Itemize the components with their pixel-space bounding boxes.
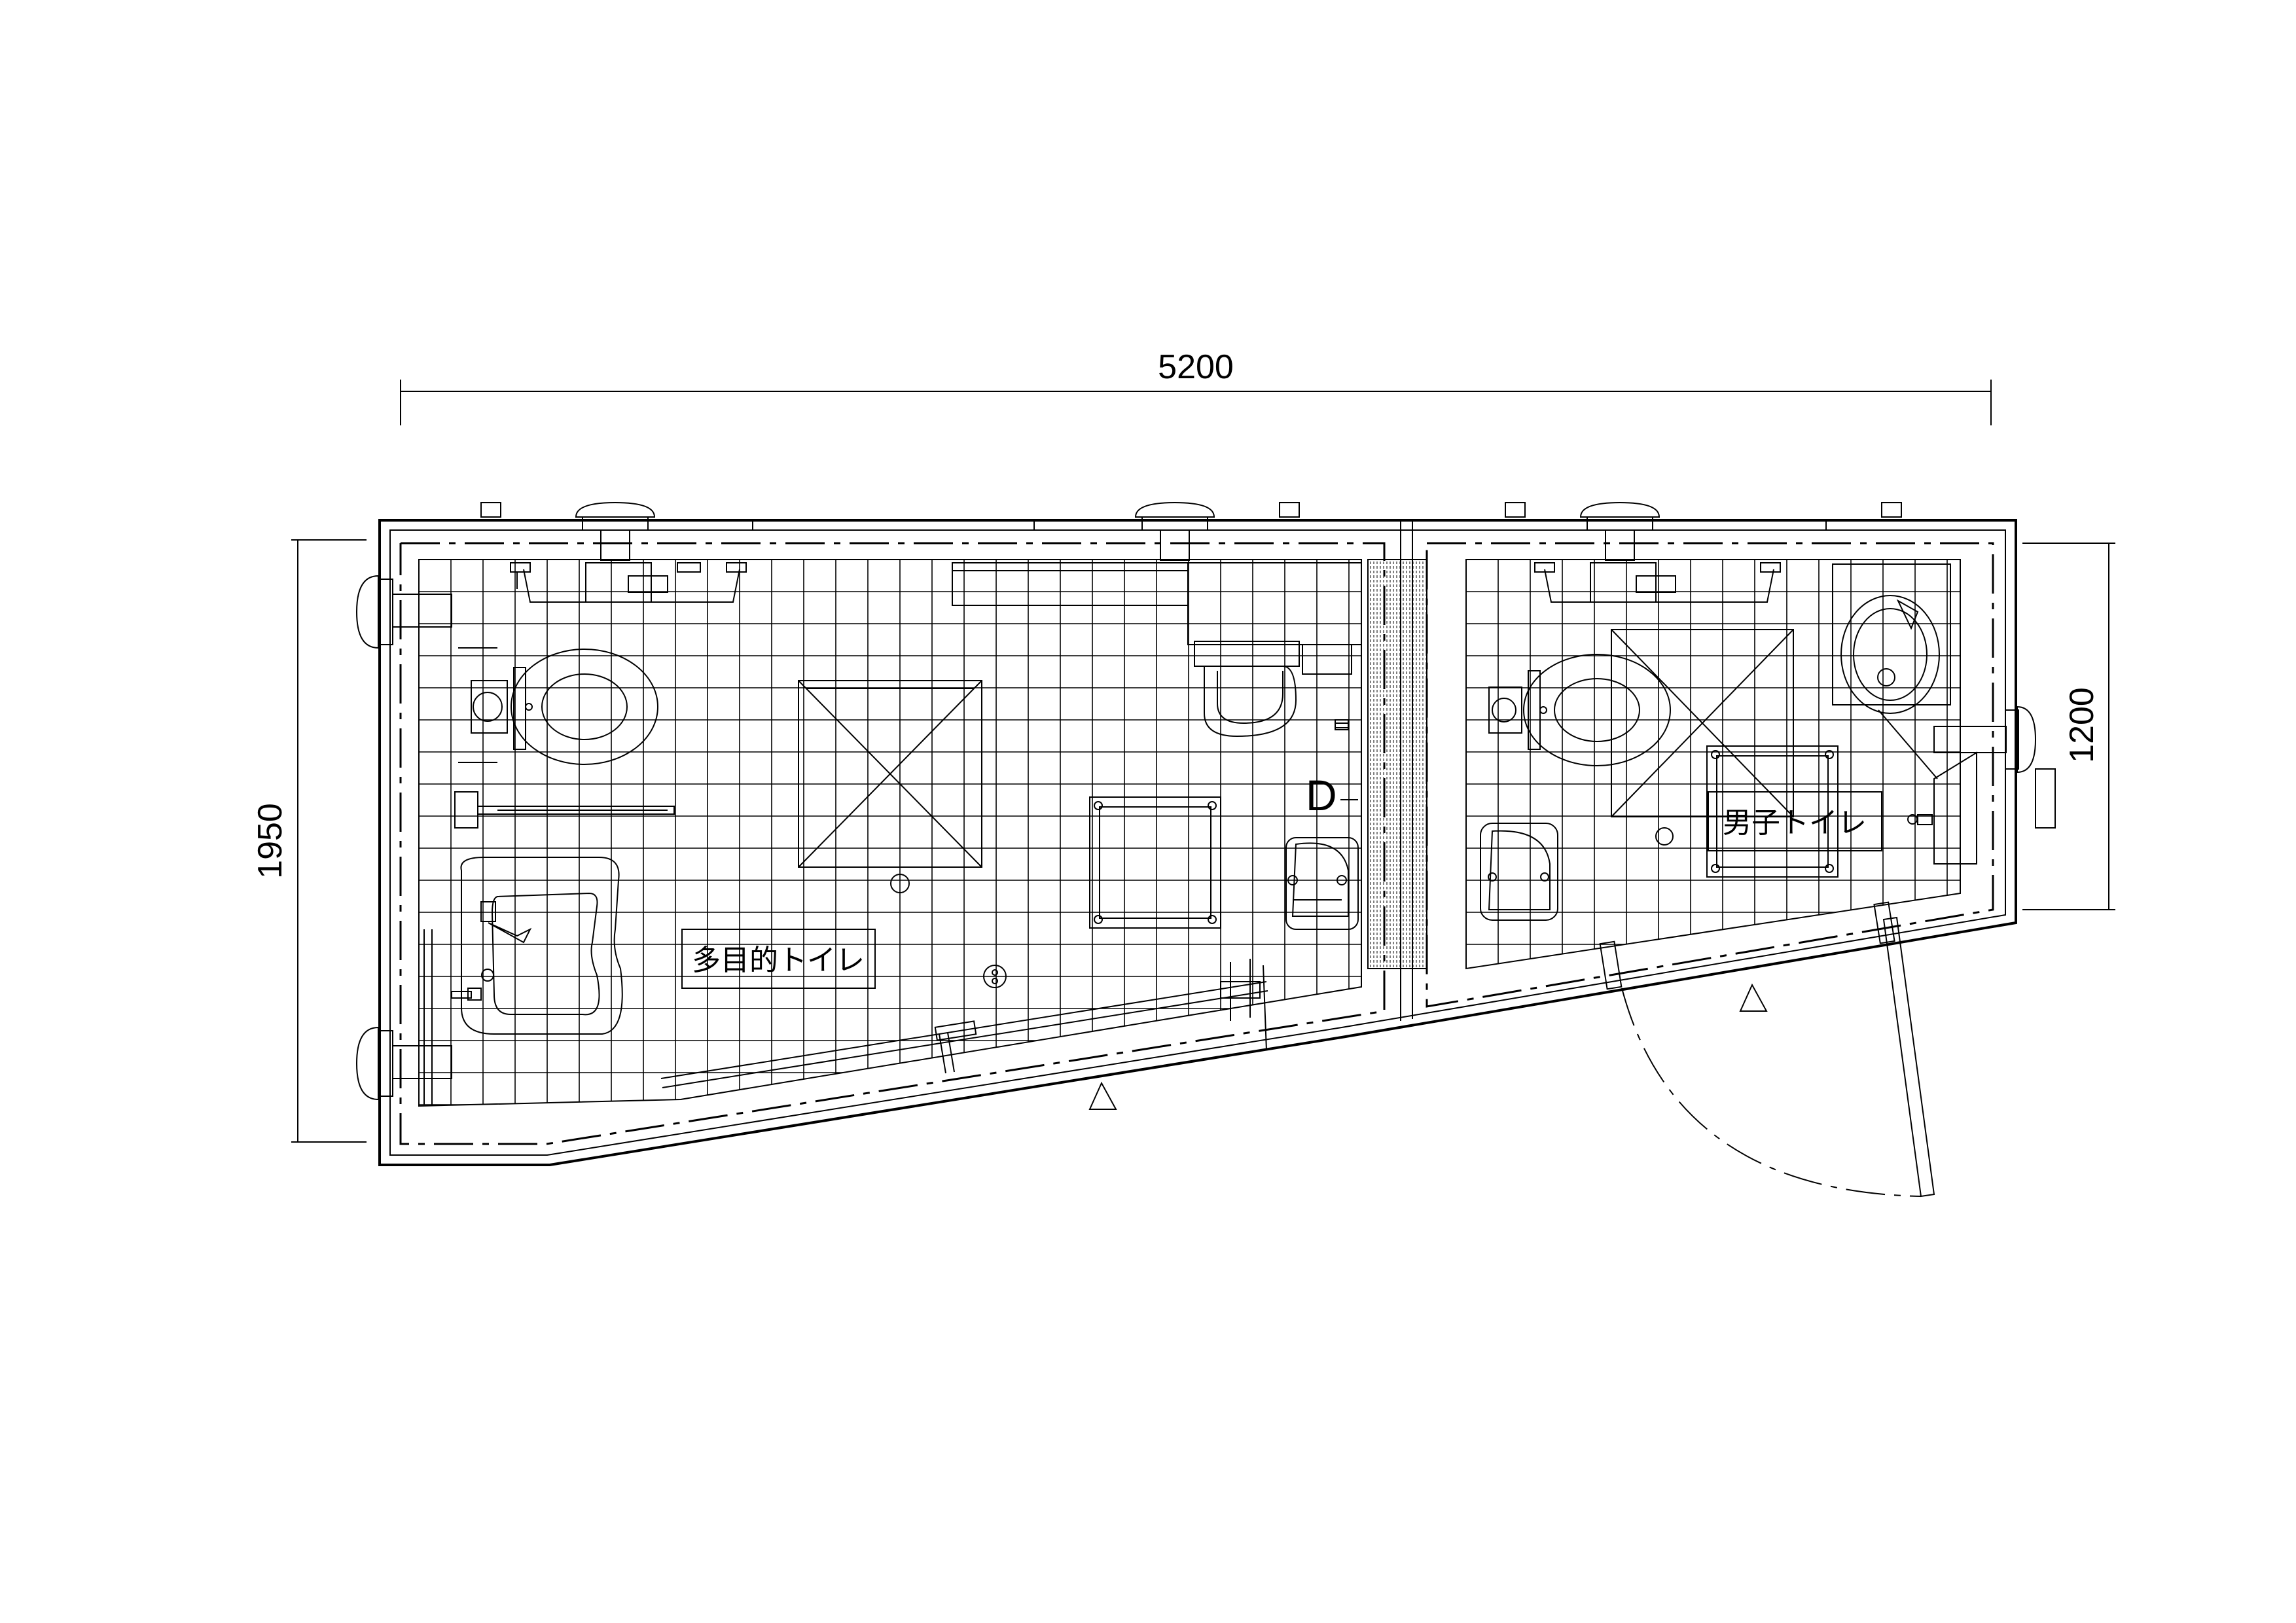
dimension-width: 5200 [400,348,1992,425]
outer-walls [378,519,2017,1166]
multipurpose-room-label: 多目的トイレ [681,929,876,989]
drain-mark: D [1306,719,1358,819]
hand-dryer [1907,751,1977,865]
baby-changing-shelf [952,562,1362,645]
ceiling-light-icon [1134,501,1215,561]
dimension-height-left: 1950 [251,539,367,1143]
ceiling-light-icon [575,501,656,561]
drain-mark-label: D [1306,771,1337,819]
ceiling-light-icon [1579,501,1660,561]
floor-drain-icon [1655,827,1674,846]
sink-icon [451,857,623,1035]
access-hatch-icon [1706,745,1839,878]
triangle-marker-icon [1088,1081,1117,1110]
folding-seat [423,929,433,1105]
door-swing-icon [1599,901,1935,1198]
grab-bar-top [510,562,747,603]
floor-drain-icon [983,965,1007,988]
ceiling-light-icon [355,575,452,649]
toilet-icon [1488,654,1671,766]
mens-room-text: 男子トイレ [1723,806,1867,840]
access-hatch-icon [798,680,982,868]
access-hatch-icon [1611,629,1794,817]
inner-liner-dashed [399,542,1994,1145]
multipurpose-room-text: 多目的トイレ [692,944,865,977]
ceiling-light-icon [1933,705,2056,829]
sink-icon [1832,563,1951,779]
dimension-height-right: 1200 [2022,543,2115,910]
vent-boxes [480,502,1902,518]
urinal-icon [1480,823,1558,921]
grab-bar-top-mens [1534,562,1781,603]
triangle-marker-icon [1739,983,1768,1012]
mens-room-label: 男子トイレ [1708,791,1882,851]
grab-bar-side [454,791,675,829]
access-hatch-icon [1089,796,1221,929]
sliding-door [660,959,1268,1088]
urinal-icon [1285,837,1359,930]
floor-drain-icon [890,874,910,893]
ceiling-light-icon [355,1026,452,1101]
height-right-dimension-label: 1200 [2063,687,2101,763]
pipe-chase [1367,559,1427,969]
width-dimension-label: 5200 [1158,348,1234,386]
height-left-dimension-label: 1950 [251,803,289,879]
toilet-icon [458,647,658,765]
